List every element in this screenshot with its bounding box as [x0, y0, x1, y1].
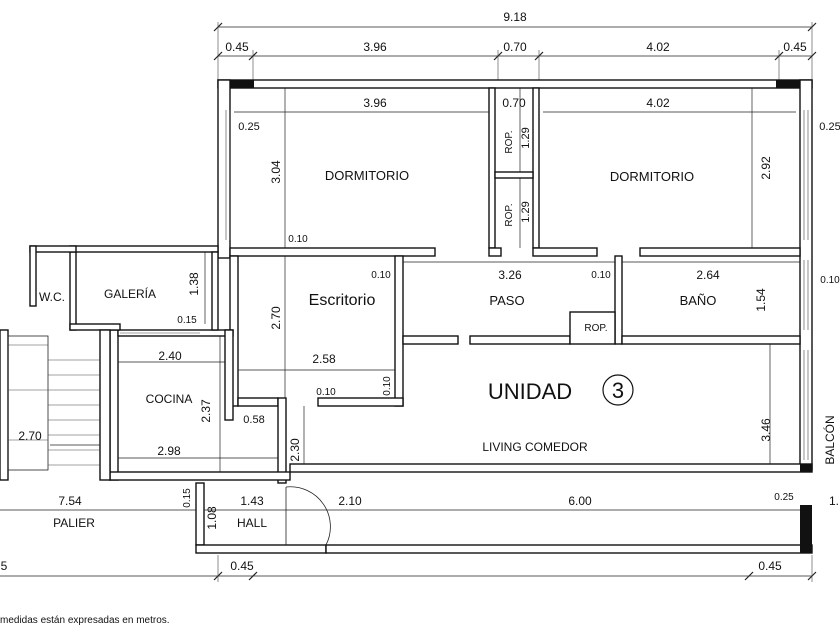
room-cocina: COCINA — [146, 392, 193, 406]
dim-138: 1.38 — [187, 272, 201, 296]
dim-seg-2: 3.96 — [363, 40, 387, 54]
dim-129-b: 1.29 — [520, 201, 532, 222]
dim-270-stair: 2.70 — [18, 429, 42, 443]
dim-240: 2.40 — [158, 349, 182, 363]
dim-025-living: 0.25 — [774, 492, 794, 503]
room-hall: HALL — [237, 516, 267, 530]
dim-010-escritorio: 0.10 — [371, 270, 391, 281]
room-palier: PALIER — [53, 516, 95, 530]
dim-264: 2.64 — [696, 268, 720, 282]
dim-5-left: 5 — [1, 559, 8, 573]
windows — [120, 110, 809, 460]
room-ropero-bottom: ROP. — [504, 203, 515, 226]
dim-025-left: 0.25 — [238, 121, 259, 133]
dim-015-galeria: 0.15 — [177, 315, 197, 326]
unit-number-circle — [602, 374, 634, 406]
dim-010-right: 0.10 — [820, 275, 840, 286]
room-balcon: BALCÓN — [822, 415, 837, 464]
dim-045-bottom-left: 0.45 — [230, 559, 254, 573]
dim-045-bottom-right: 0.45 — [758, 559, 782, 573]
dim-304: 3.04 — [269, 160, 283, 184]
dim-129-a: 1.29 — [520, 127, 532, 148]
dim-326: 3.26 — [498, 268, 522, 282]
dim-010-escritorio-vertical: 0.10 — [382, 376, 393, 396]
bottom-dimension-lines — [0, 555, 817, 582]
dim-396: 3.96 — [363, 96, 387, 110]
dim-1-right: 1. — [829, 494, 839, 508]
dim-154: 1.54 — [754, 288, 768, 312]
dim-237: 2.37 — [199, 399, 213, 423]
inner-dimension-lines — [0, 88, 800, 511]
dim-seg-3: 0.70 — [503, 40, 527, 54]
dim-058: 0.58 — [243, 414, 264, 426]
room-galeria: GALERÍA — [104, 286, 156, 301]
hall-door-swing — [285, 486, 331, 546]
stair-treads — [7, 335, 100, 471]
dim-143: 1.43 — [240, 494, 264, 508]
dim-025-right: 0.25 — [819, 121, 840, 133]
dim-108: 1.08 — [205, 506, 219, 530]
room-dormitorio-left: DORMITORIO — [325, 168, 409, 183]
dim-seg-5: 0.45 — [783, 40, 807, 54]
dim-346: 3.46 — [759, 418, 773, 442]
room-living-comedor: LIVING COMEDOR — [482, 440, 588, 454]
dim-230: 2.30 — [288, 438, 302, 462]
dim-402: 4.02 — [646, 96, 670, 110]
unit-label: UNIDAD — [488, 379, 572, 404]
dim-210: 2.10 — [338, 494, 362, 508]
room-ropero-small: ROP. — [584, 323, 607, 334]
room-escritorio: Escritorio — [309, 292, 376, 309]
dim-010-dorm: 0.10 — [288, 234, 308, 245]
dim-298: 2.98 — [157, 444, 181, 458]
room-paso: PASO — [489, 293, 524, 308]
room-dormitorio-right: DORMITORIO — [610, 169, 694, 184]
dim-010-escritorio-bottom: 0.10 — [316, 387, 336, 398]
dim-754: 7.54 — [58, 494, 82, 508]
dim-seg-1: 0.45 — [225, 40, 249, 54]
dim-270-escritorio: 2.70 — [269, 306, 283, 330]
walls — [0, 79, 813, 554]
dim-015-hall: 0.15 — [182, 488, 193, 508]
room-ropero-top: ROP. — [504, 130, 515, 153]
dim-258: 2.58 — [312, 352, 336, 366]
unit-number: 3 — [612, 378, 624, 403]
footnote: medidas están expresadas en metros. — [0, 615, 170, 626]
overall-dimension-lines — [213, 22, 817, 80]
dim-292: 2.92 — [759, 156, 773, 180]
dim-seg-4: 4.02 — [646, 40, 670, 54]
room-bano: BAÑO — [680, 293, 717, 308]
dim-070: 0.70 — [502, 96, 526, 110]
dim-total: 9.18 — [503, 10, 527, 24]
dim-600: 6.00 — [568, 494, 592, 508]
room-wc: W.C. — [39, 290, 65, 304]
dim-010-paso: 0.10 — [591, 270, 611, 281]
